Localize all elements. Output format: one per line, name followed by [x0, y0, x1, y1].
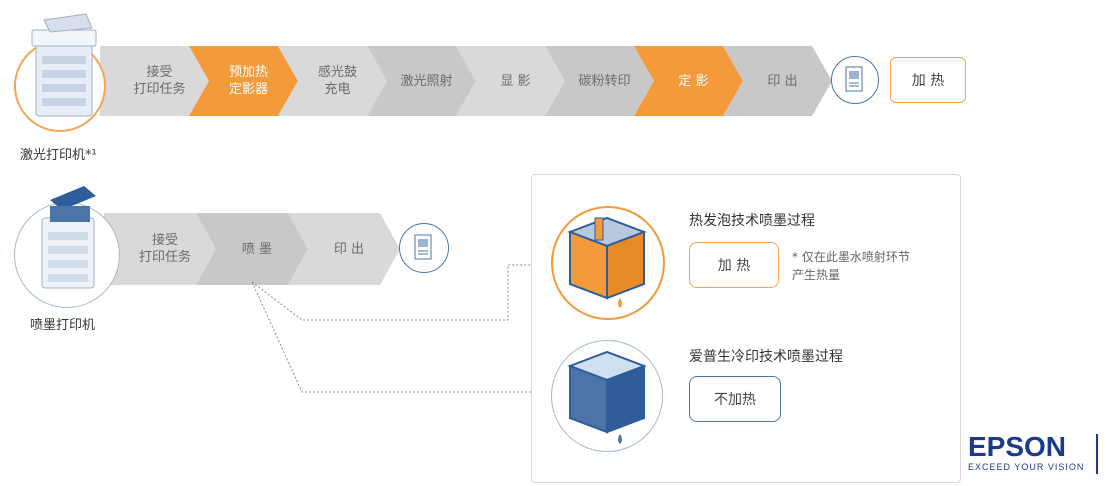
process-step-label: 喷 墨 [241, 241, 273, 257]
epson-cartridge-icon [567, 350, 647, 444]
brand-name: EPSON [968, 431, 1067, 462]
process-step-arrow [278, 46, 387, 116]
process-step-label: 定 影 [678, 73, 709, 89]
process-step-label: 印 出 [767, 73, 798, 89]
thermal-cartridge-icon [567, 216, 647, 308]
process-step-label: 激光照射 [400, 73, 453, 89]
process-step-arrow [545, 46, 654, 116]
process-step-label: 印 出 [333, 241, 365, 257]
process-step-label: 预加热 定影器 [228, 65, 268, 97]
process-step-arrow [288, 213, 400, 285]
laser-heat-button: 加 热 [890, 57, 966, 103]
document-icon [414, 234, 432, 260]
brand-divider [1096, 434, 1098, 474]
process-step-label: 接受 打印任务 [133, 65, 186, 97]
document-icon [845, 66, 863, 92]
epson-no-heat-button: 不加热 [689, 376, 781, 422]
epson-title: 爱普生冷印技术喷墨过程 [689, 349, 843, 365]
inkjet-printer-icon [41, 186, 96, 289]
brand-tagline: EXCEED YOUR VISION [968, 462, 1085, 472]
thermal-heat-button: 加 热 [689, 242, 779, 288]
process-step-label: 感光鼓 充电 [317, 65, 357, 97]
connector-epson [251, 281, 552, 393]
inkjet-printer-label: 喷墨打印机 [30, 318, 96, 333]
process-step-arrow [104, 213, 216, 285]
laser-printer-icon [31, 13, 97, 117]
connector-thermal [251, 264, 552, 321]
laser-printer-label: 激光打印机*¹ [20, 148, 97, 163]
process-step-arrow [456, 46, 565, 116]
process-step-arrow [100, 46, 209, 116]
process-step-label: 接受 打印任务 [138, 233, 191, 265]
thermal-note: * 仅在此墨水喷射环节 产生热量 [792, 250, 910, 282]
process-step-label: 显 影 [500, 73, 531, 89]
process-step-arrow [723, 46, 832, 116]
process-step-label: 碳粉转印 [578, 73, 631, 89]
process-step-arrow [196, 213, 308, 285]
brand-logo: EPSON EXCEED YOUR VISION [968, 431, 1100, 473]
process-step-arrow [189, 46, 298, 116]
process-step-arrow [367, 46, 476, 116]
process-step-arrow [634, 46, 743, 116]
thermal-title: 热发泡技术喷墨过程 [689, 213, 815, 229]
